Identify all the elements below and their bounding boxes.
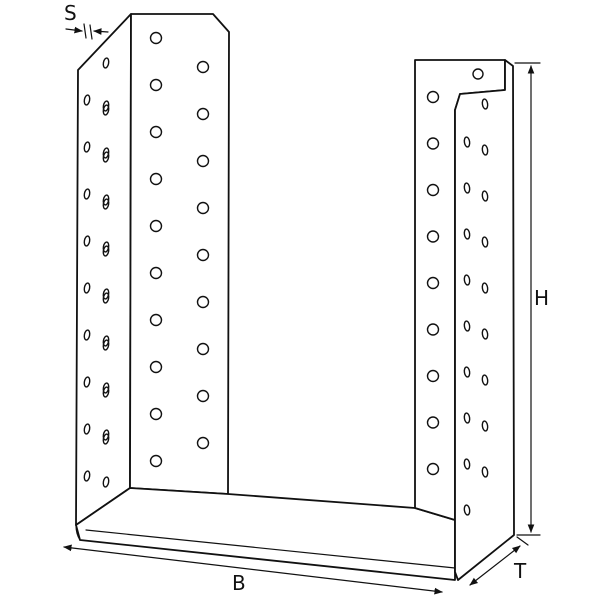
hole	[481, 374, 489, 386]
hole	[83, 376, 91, 388]
hole	[463, 504, 471, 516]
hole	[149, 31, 163, 45]
hole	[102, 433, 110, 445]
hole	[83, 329, 91, 341]
hole	[481, 282, 489, 294]
hole	[463, 366, 471, 378]
hole	[83, 94, 91, 106]
hole	[83, 188, 91, 200]
right-outer-flange	[454, 59, 515, 581]
hole	[149, 78, 163, 92]
dimension-s-label: S	[64, 1, 77, 25]
dimension-t-label: T	[513, 559, 527, 583]
hole	[102, 245, 110, 257]
hole	[149, 219, 163, 233]
hole	[196, 201, 210, 215]
hole	[102, 198, 110, 210]
hole	[196, 60, 210, 74]
hole	[196, 342, 210, 356]
hole	[196, 154, 210, 168]
hole	[426, 90, 440, 104]
hole	[426, 462, 440, 476]
left-plate-holes	[149, 31, 210, 468]
hole	[149, 407, 163, 421]
hole	[481, 466, 489, 478]
hole	[472, 68, 484, 80]
hole	[463, 228, 471, 240]
hole	[83, 470, 91, 482]
right-flange-holes	[463, 98, 489, 516]
hole	[463, 320, 471, 332]
hole	[481, 420, 489, 432]
hole	[102, 339, 110, 351]
hole	[426, 137, 440, 150]
hole	[149, 313, 163, 327]
right-plate-holes	[426, 68, 484, 476]
hole	[102, 386, 110, 398]
hole	[426, 416, 440, 429]
dimension-h-label: H	[534, 286, 549, 310]
base-plate	[75, 487, 456, 581]
dimension-b: B	[63, 544, 443, 595]
hole	[83, 282, 91, 294]
hole	[426, 230, 440, 243]
hole	[481, 328, 489, 340]
dimension-b-label: B	[232, 571, 246, 595]
dimension-t: T	[469, 536, 529, 586]
hole	[102, 57, 110, 69]
hole	[196, 436, 210, 450]
hole	[149, 266, 163, 280]
hole	[149, 454, 163, 468]
left-outer-flange	[75, 13, 132, 526]
hole	[426, 323, 440, 336]
hole	[463, 412, 471, 424]
hole	[149, 172, 163, 186]
hole	[196, 389, 210, 403]
left-flange-holes	[83, 57, 110, 488]
hole	[149, 125, 163, 139]
hole	[481, 190, 489, 202]
hole	[481, 144, 489, 156]
hole	[102, 292, 110, 304]
hole	[196, 107, 210, 121]
hole	[102, 104, 110, 116]
hole	[426, 183, 440, 197]
hole	[196, 295, 210, 309]
hole	[426, 369, 440, 383]
hole	[463, 136, 471, 148]
hole	[83, 141, 91, 153]
hole	[149, 360, 163, 374]
left-side-plate	[129, 13, 230, 495]
dimension-h: H	[514, 62, 549, 536]
hole	[463, 458, 471, 470]
hole	[196, 248, 210, 262]
hole	[463, 182, 471, 194]
hole	[102, 476, 110, 488]
hole	[102, 151, 110, 163]
hole	[83, 423, 91, 435]
hole	[481, 236, 489, 248]
hole	[426, 276, 440, 290]
dimension-s: S	[64, 1, 109, 40]
hole	[463, 274, 471, 286]
hole	[83, 235, 91, 247]
hole	[481, 98, 489, 110]
